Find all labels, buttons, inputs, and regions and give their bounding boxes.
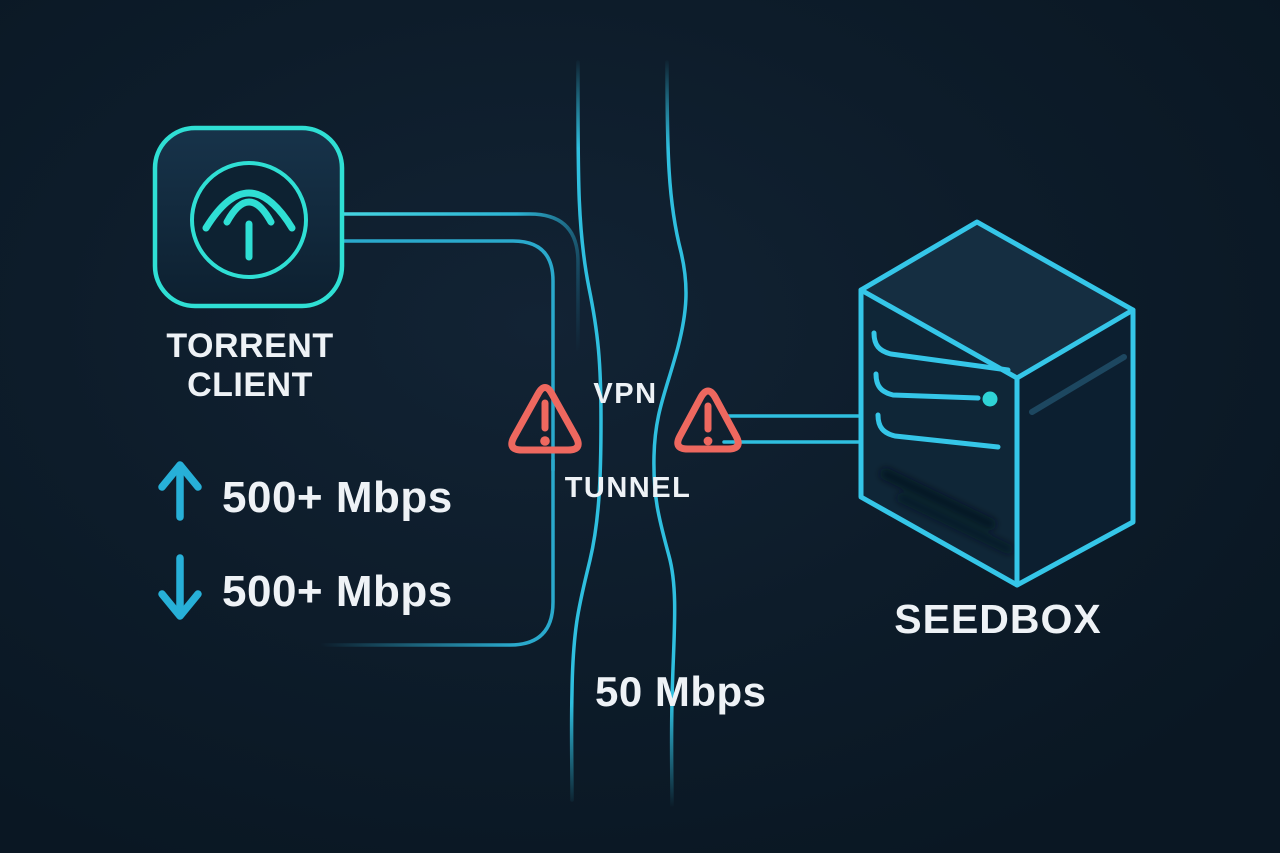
- torrent-client-node: [152, 125, 345, 309]
- up-arrow-icon: [158, 461, 202, 521]
- seedbox-label: SEEDBOX: [894, 596, 1102, 642]
- vpn-tunnel-right-line: [652, 60, 688, 807]
- tunnel-bandwidth-value: 50 Mbps: [595, 668, 767, 715]
- tunnel-label: TUNNEL: [564, 472, 692, 504]
- server-icon: [858, 219, 1136, 588]
- warning-triangle-icon-left: [508, 384, 582, 454]
- download-speed-value: 500+ Mbps: [222, 567, 453, 616]
- broadcast-icon: [190, 161, 308, 279]
- torrent-client-label: TORRENT CLIENT: [166, 327, 334, 405]
- warning-triangle-icon-right: [674, 387, 742, 453]
- server-shadow: [880, 468, 1013, 554]
- vpn-label: VPN: [593, 378, 658, 410]
- server-slot-lines: [871, 330, 1011, 450]
- vpn-tunnel-left-line: [569, 60, 603, 802]
- seedbox-connector-line: [722, 414, 860, 444]
- down-arrow-icon: [158, 554, 202, 620]
- upload-speed-value: 500+ Mbps: [222, 473, 453, 522]
- server-led-dot: [982, 391, 998, 407]
- client-connector-line-bottom: [340, 239, 555, 472]
- server-right-vent-line: [1029, 354, 1127, 415]
- client-connector-line-tail: [320, 458, 555, 647]
- client-connector-line-top: [340, 212, 580, 352]
